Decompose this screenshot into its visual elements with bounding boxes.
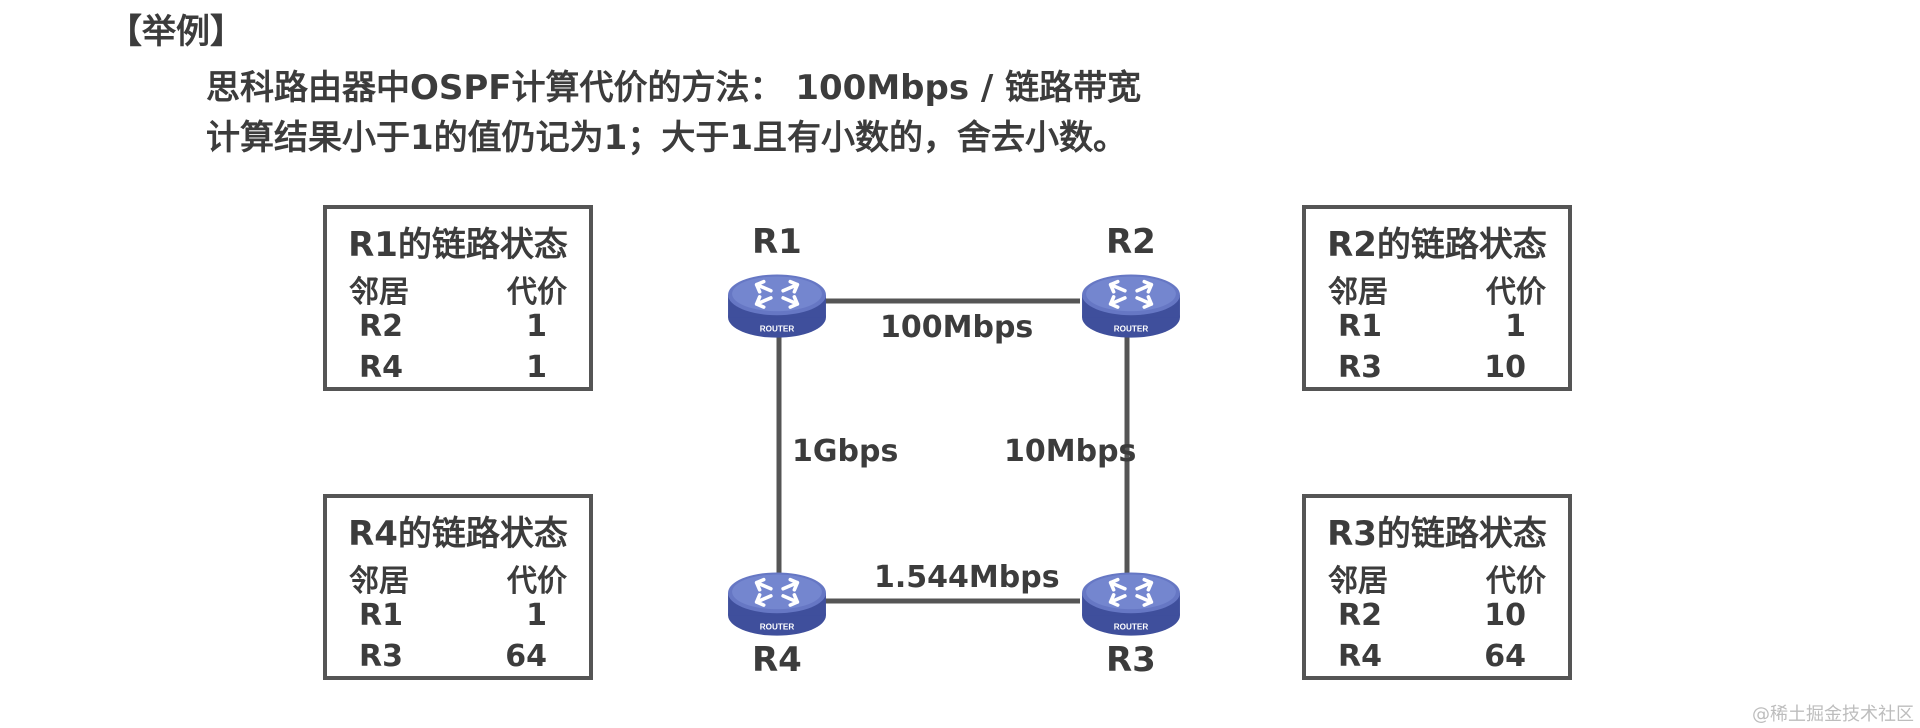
router-label-r3: R3 — [1106, 640, 1156, 680]
link-state-table-r2: R2的链路状态 邻居 代价 R1 1 R3 10 — [1302, 205, 1572, 391]
neighbor-cell: R4 — [359, 350, 403, 385]
neighbor-cell: R1 — [1338, 309, 1382, 344]
neighbor-cell: R3 — [1338, 350, 1382, 385]
cost-header: 代价 — [1486, 564, 1546, 599]
link-label-r4-r3: 1.544Mbps — [874, 560, 1060, 595]
neighbor-header: 邻居 — [349, 275, 409, 310]
neighbor-header: 邻居 — [1328, 275, 1388, 310]
link-label-r2-r3: 10Mbps — [1004, 434, 1137, 469]
table-title: R1的链路状态 — [348, 225, 568, 265]
watermark: @稀土掘金技术社区 — [1752, 704, 1914, 725]
link-state-table-r1: R1的链路状态 邻居 代价 R2 1 R4 1 — [323, 205, 593, 391]
cost-formula-text: 思科路由器中OSPF计算代价的方法： 100Mbps / 链路带宽 — [206, 68, 1142, 108]
link-state-table-r4: R4的链路状态 邻居 代价 R1 1 R3 64 — [323, 494, 593, 680]
cost-header: 代价 — [507, 275, 567, 310]
table-title: R2的链路状态 — [1327, 225, 1547, 265]
neighbor-cell: R3 — [359, 639, 403, 674]
table-title: R4的链路状态 — [348, 514, 568, 554]
router-label-r4: R4 — [752, 640, 802, 680]
table-title: R3的链路状态 — [1327, 514, 1547, 554]
neighbor-header: 邻居 — [349, 564, 409, 599]
link-label-r1-r4: 1Gbps — [792, 434, 899, 469]
cost-cell: 10 — [1484, 350, 1526, 385]
neighbor-cell: R4 — [1338, 639, 1382, 674]
cost-cell: 10 — [1484, 598, 1526, 633]
cost-cell: 64 — [1484, 639, 1526, 674]
router-icon[interactable] — [1080, 272, 1182, 340]
neighbor-cell: R2 — [359, 309, 403, 344]
neighbor-header: 邻居 — [1328, 564, 1388, 599]
router-label-r2: R2 — [1106, 222, 1156, 262]
neighbor-cell: R1 — [359, 598, 403, 633]
link-state-table-r3: R3的链路状态 邻居 代价 R2 10 R4 64 — [1302, 494, 1572, 680]
router-icon[interactable] — [1080, 570, 1182, 638]
cost-cell: 1 — [526, 309, 547, 344]
cost-header: 代价 — [1486, 275, 1546, 310]
router-icon[interactable] — [726, 570, 828, 638]
cost-cell: 1 — [526, 598, 547, 633]
cost-cell: 1 — [526, 350, 547, 385]
rounding-rule-text: 计算结果小于1的值仍记为1；大于1且有小数的，舍去小数。 — [206, 118, 1127, 158]
cost-cell: 1 — [1505, 309, 1526, 344]
cost-cell: 64 — [505, 639, 547, 674]
link-label-r1-r2: 100Mbps — [880, 310, 1034, 345]
cost-header: 代价 — [507, 564, 567, 599]
neighbor-cell: R2 — [1338, 598, 1382, 633]
router-icon[interactable] — [726, 272, 828, 340]
router-label-r1: R1 — [752, 222, 802, 262]
example-heading: 【举例】 — [108, 12, 244, 52]
